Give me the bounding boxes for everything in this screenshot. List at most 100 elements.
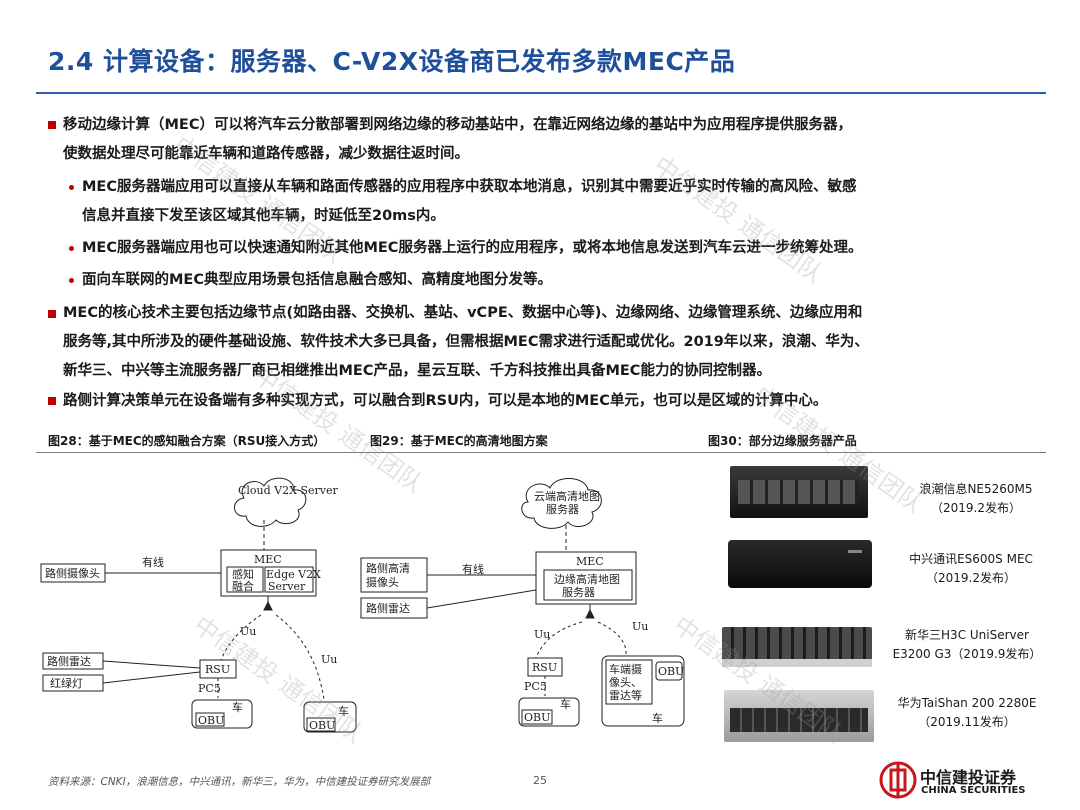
caption-divider (36, 452, 1046, 453)
cloud-shape (521, 478, 602, 529)
paragraph-line: MEC服务器端应用也可以快速通知附近其他MEC服务器上运行的应用程序，或将本地信… (82, 240, 863, 256)
paragraph-line: 面向车联网的MEC典型应用场景包括信息融合感知、高精度地图分发等。 (82, 272, 552, 288)
uu-label: Uu (240, 625, 256, 638)
product-name: 中兴通讯ES600S MEC (909, 552, 1033, 566)
obu-label: OBU (524, 711, 550, 724)
h3c-server-image (722, 627, 872, 667)
edge-map-label: 服务器 (562, 586, 595, 599)
paragraph-line: 信息并直接下发至该区域其他车辆，时延低至20ms内。 (82, 208, 445, 224)
product-label-huawei: 华为TaiShan 200 2280E （2019.11发布） (880, 694, 1054, 732)
connector (102, 660, 201, 669)
wired-label: 有线 (462, 562, 484, 576)
obu-label: OBU (198, 714, 224, 727)
car-label: 车 (560, 697, 571, 711)
car-label: 车 (232, 700, 243, 714)
pc5-label: PC5 (198, 682, 221, 695)
bullet-dot (69, 278, 74, 283)
camera-label: 路侧摄像头 (45, 566, 100, 580)
edge-label: Server (268, 580, 306, 593)
product-date: （2019.2发布） (931, 501, 1021, 515)
obu-box (521, 709, 553, 725)
watermark: 中信建投 通信团队 (648, 150, 829, 289)
product-name: 浪潮信息NE5260M5 (919, 482, 1033, 496)
car-box (303, 701, 357, 733)
sensor-label: 像头、 (609, 676, 642, 689)
zte-server-image (728, 540, 872, 588)
car-label: 车 (338, 704, 349, 718)
logo-text-cn: 中信建投证券 (920, 768, 1017, 787)
camera-label: 路侧高清 (366, 561, 410, 575)
rsu-label: RSU (205, 663, 230, 676)
product-date: （2019.11发布） (918, 715, 1016, 729)
sensor-label: 车端摄 (609, 662, 642, 676)
car-label: 车 (652, 711, 663, 725)
title-divider (36, 92, 1046, 94)
figure-caption-29: 图29：基于MEC的高清地图方案 (370, 434, 548, 448)
mec-fusion-diagram: Cloud V2X Server MEC 感知 融合 Edge V2X Serv… (40, 477, 357, 733)
paragraph-line: 移动边缘计算（MEC）可以将汽车云分散部署到网络边缘的移动基站中，在靠近网络边缘… (63, 117, 852, 133)
connector (426, 589, 537, 609)
page-number: 25 (533, 774, 547, 787)
product-label-zte: 中兴通讯ES600S MEC （2019.2发布） (888, 550, 1054, 588)
radar-label: 路侧雷达 (366, 602, 410, 615)
antenna-icon (585, 608, 595, 619)
bullet-square (48, 397, 56, 405)
bullet-dot (69, 185, 74, 190)
source-note: 资料来源：CNKI，浪潮信息，中兴通讯，新华三，华为，中信建投证券研究发展部 (48, 776, 431, 788)
paragraph-line: 新华三、中兴等主流服务器厂商已相继推出MEC产品，星云互联、千方科技推出具备ME… (63, 363, 771, 379)
citic-logo-icon (879, 761, 917, 799)
paragraph-line: 使数据处理尽可能靠近车辆和道路传感器，减少数据往返时间。 (63, 146, 469, 162)
page-title: 2.4 计算设备：服务器、C-V2X设备商已发布多款MEC产品 (48, 47, 736, 76)
bullet-square (48, 310, 56, 318)
huawei-server-image (724, 690, 874, 742)
logo-text-en: CHINA SECURITIES (921, 785, 1026, 796)
antenna-icon (263, 600, 273, 611)
car-box (191, 699, 253, 729)
edge-box (264, 566, 314, 593)
mec-box (535, 551, 637, 605)
obu-label: OBU (658, 665, 684, 678)
obu-box (306, 717, 336, 732)
mec-label: MEC (254, 553, 282, 566)
car-box (518, 697, 580, 727)
uu-label: Uu (534, 628, 550, 641)
vehicle-sensor-box (605, 659, 653, 705)
mec-label: MEC (576, 555, 604, 568)
product-name: 新华三H3C UniServer (905, 628, 1029, 642)
paragraph-line: MEC的核心技术主要包括边缘节点(如路由器、交换机、基站、vCPE、数据中心等)… (63, 305, 863, 321)
radar-label: 路侧雷达 (47, 655, 91, 668)
car-box (601, 655, 685, 727)
product-date: （2019.2发布） (926, 571, 1016, 585)
product-date: E3200 G3（2019.9发布） (892, 647, 1042, 661)
inspur-server-image (730, 466, 868, 518)
sense-label: 感知 (232, 567, 254, 581)
cloud-shape (234, 477, 307, 527)
paragraph-line: MEC服务器端应用可以直接从车辆和路面传感器的应用程序中获取本地消息，识别其中需… (82, 179, 857, 195)
obu-box (655, 661, 683, 681)
cloud-label: Cloud V2X Server (238, 484, 338, 497)
bullet-dot (69, 246, 74, 251)
mec-hdmap-diagram: 云端高清地图 服务器 MEC 边缘高清地图 服务器 有线 路侧高清 摄像头 路侧… (360, 478, 685, 727)
edge-label: Edge V2X (266, 568, 321, 581)
pc5-label: PC5 (524, 680, 547, 693)
sensor-label: 雷达等 (609, 688, 642, 702)
bullet-square (48, 121, 56, 129)
cloud-label: 云端高清地图 (534, 489, 600, 503)
uu-label: Uu (321, 653, 337, 666)
paragraph-line: 路侧计算决策单元在设备端有多种实现方式，可以融合到RSU内，可以是本地的MEC单… (63, 393, 828, 409)
connector (535, 621, 583, 659)
product-name: 华为TaiShan 200 2280E (897, 696, 1037, 710)
edge-map-label: 边缘高清地图 (554, 572, 620, 586)
product-label-inspur: 浪潮信息NE5260M5 （2019.2发布） (896, 480, 1056, 518)
sense-box (226, 566, 264, 593)
camera-label: 摄像头 (366, 575, 399, 589)
connector (102, 671, 201, 684)
paragraph-line: 服务等,其中所涉及的硬件基础设施、软件技术大多已具备，但需根据MEC需求进行适配… (63, 334, 869, 350)
obu-label: OBU (309, 719, 335, 732)
figure-caption-28: 图28：基于MEC的感知融合方案（RSU接入方式） (48, 434, 326, 448)
product-label-h3c: 新华三H3C UniServer E3200 G3（2019.9发布） (880, 626, 1054, 664)
light-label: 红绿灯 (50, 676, 83, 690)
connector (597, 621, 627, 657)
rsu-label: RSU (532, 661, 557, 674)
cloud-label: 服务器 (546, 503, 579, 516)
